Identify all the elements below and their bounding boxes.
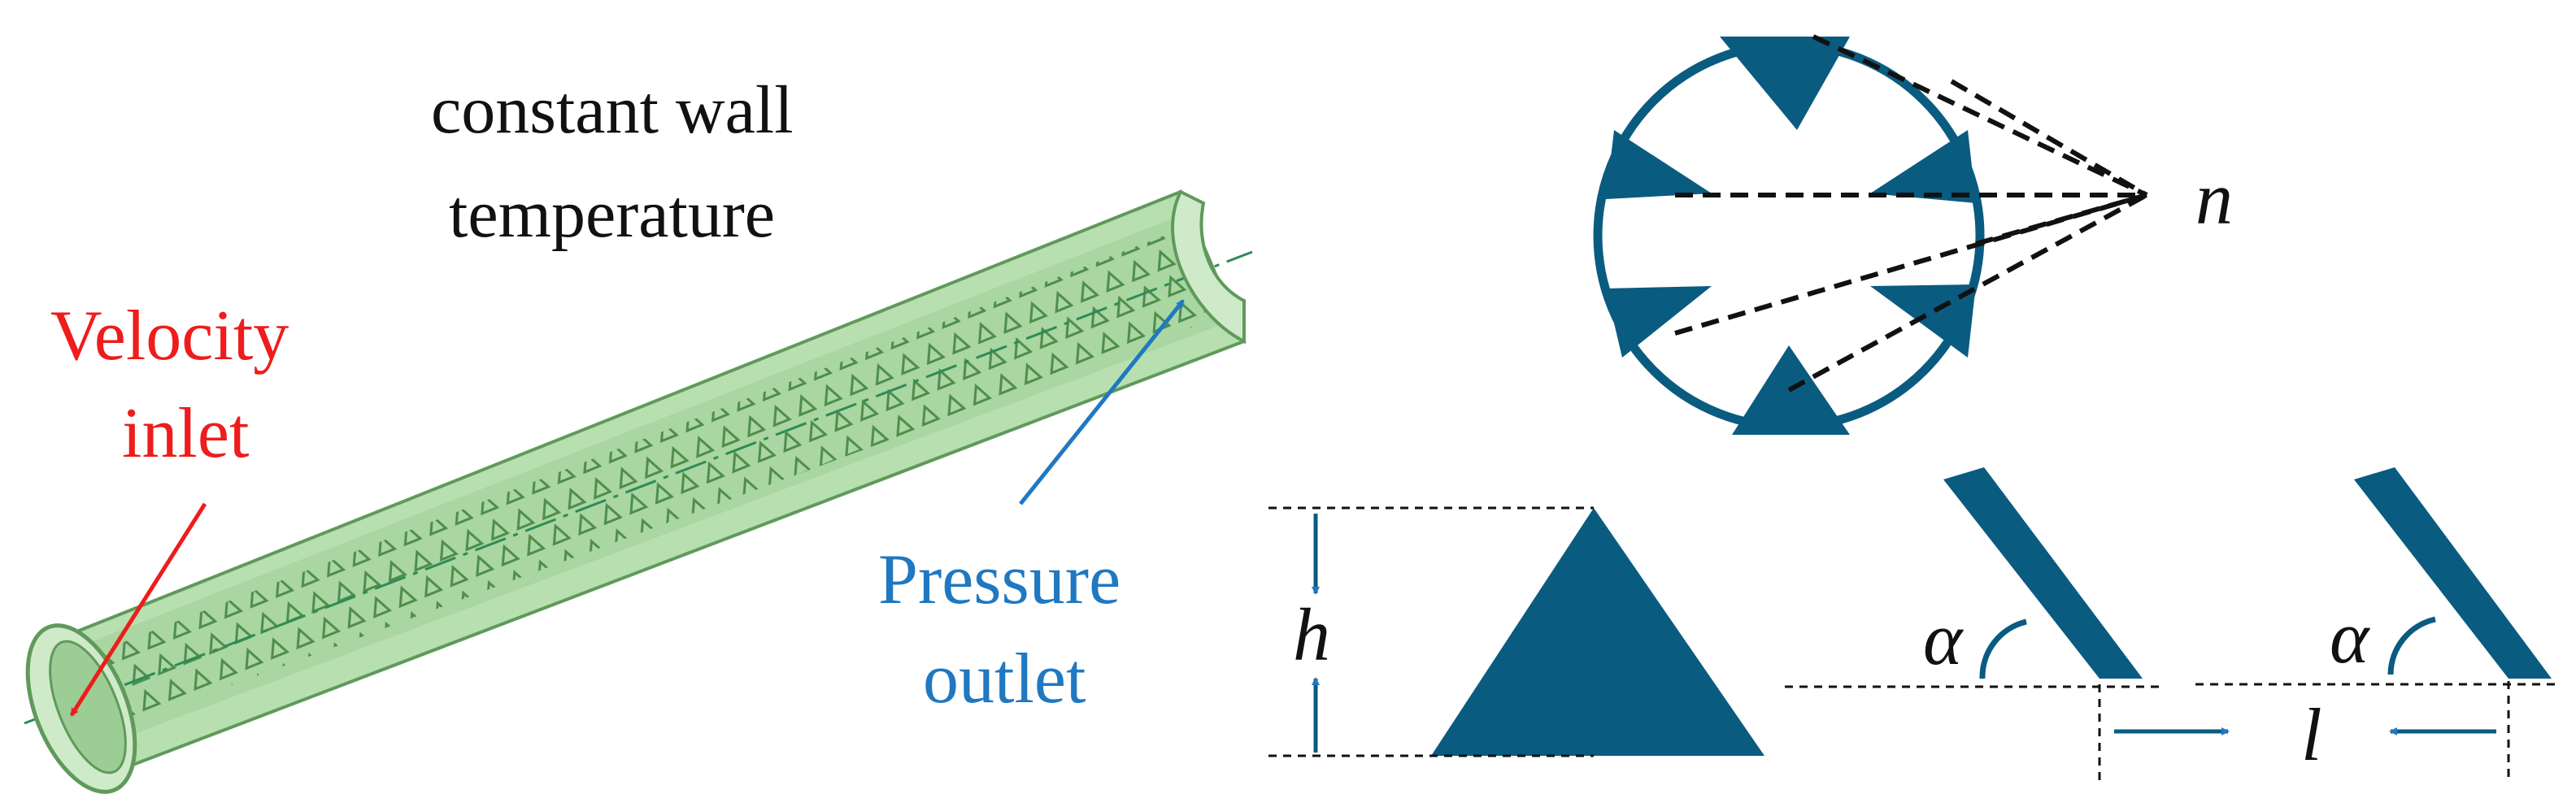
triangle-shape: [1431, 508, 1764, 756]
wall-label-line1: constant wall: [431, 72, 794, 148]
symbol-l: l: [2301, 693, 2322, 776]
outlet-label-line2: outlet: [923, 640, 1086, 718]
pipe-group: [24, 189, 1253, 794]
inclined-bar-1: [1943, 467, 2143, 679]
triangle-generator: [1268, 506, 1764, 757]
dashed-line-2: [1950, 79, 2148, 197]
generator-lower-left: [1606, 286, 1712, 358]
outlet-label-line1: Pressure: [878, 540, 1121, 619]
pipe-inlet-inner: [49, 640, 127, 774]
outlet-arrow: [1019, 299, 1185, 505]
pipe-centerline: [24, 250, 1253, 725]
generator-upper-right: [1870, 130, 1976, 203]
symbol-h: h: [1293, 593, 1330, 676]
symbol-alpha-1: α: [1923, 597, 1963, 680]
generator-upper-left: [1606, 130, 1712, 199]
symbol-n: n: [2195, 157, 2233, 240]
angle-arc-1: [1979, 618, 2027, 679]
cross-section: [1593, 34, 2148, 435]
dashed-line-6: [1787, 193, 2148, 393]
symbol-alpha-2: α: [2330, 596, 2369, 679]
vortex-generator-pattern: [78, 226, 1220, 735]
pipe-outlet-end: [1171, 189, 1246, 345]
inlet-label-line2: inlet: [122, 394, 250, 473]
generator-top: [1720, 37, 1850, 130]
inlet-arrow: [69, 502, 207, 717]
inclined-generators: [1785, 467, 2561, 780]
wall-label-line2: temperature: [449, 176, 776, 252]
inclined-bar-2: [2354, 467, 2552, 679]
inlet-label-line1: Velocity: [50, 297, 289, 375]
angle-arc-2: [2387, 616, 2436, 675]
dashed-line-1: [1812, 34, 2148, 197]
